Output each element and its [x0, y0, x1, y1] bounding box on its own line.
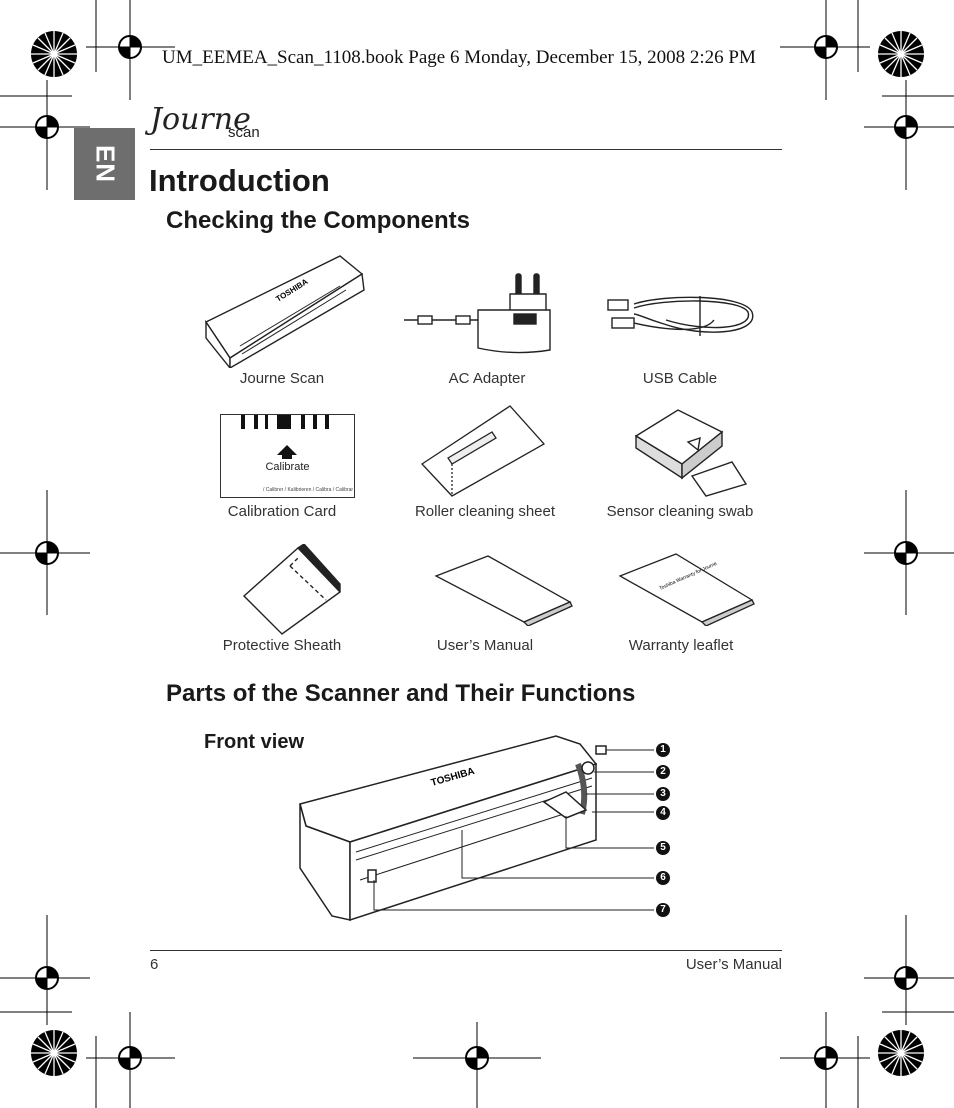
manual-icon [434, 555, 573, 626]
running-head: UM_EEMEA_Scan_1108.book Page 6 Monday, D… [162, 47, 756, 68]
language-tab: EN [74, 128, 135, 200]
caption-journe-scan: Journe Scan [239, 370, 325, 387]
journe-scan-logo: Journe scan [150, 102, 280, 148]
caption-ac-adapter: AC Adapter [448, 370, 526, 387]
caption-protective-sheath: Protective Sheath [222, 637, 342, 654]
calibration-bars [241, 415, 329, 459]
caption-users-manual: User’s Manual [436, 637, 534, 654]
calibrate-text: Calibrate [265, 461, 310, 473]
callout-4: 4 [656, 806, 670, 820]
caption-calibration-card: Calibration Card [227, 503, 337, 520]
callout-1: 1 [656, 743, 670, 757]
ac-adapter-icon [404, 273, 551, 354]
callout-7: 7 [656, 903, 670, 917]
roller-cleaning-sheet-icon [420, 405, 546, 497]
section-title-parts: Parts of the Scanner and Their Functions [166, 680, 636, 707]
warranty-leaflet-icon: Toshiba Warranty for Journe [618, 553, 755, 626]
scanner-icon: TOSHIBA [204, 255, 365, 368]
page-title: Introduction [149, 163, 330, 198]
header-rule [150, 149, 782, 150]
sensor-cleaning-swab-icon [634, 409, 748, 497]
footer-manual-label: User’s Manual [685, 956, 782, 973]
logo-script: Journe [150, 102, 251, 137]
callout-2: 2 [656, 765, 670, 779]
footer-rule [150, 950, 782, 951]
logo-word: scan [228, 124, 260, 141]
callout-3: 3 [656, 787, 670, 801]
subsection-front-view: Front view [204, 731, 305, 753]
caption-roller-cleaning-sheet: Roller cleaning sheet [414, 503, 556, 520]
section-title-components: Checking the Components [166, 207, 471, 234]
callout-5: 5 [656, 841, 670, 855]
callout-6: 6 [656, 871, 670, 885]
scanner-front-view-diagram: TOSHIBA [299, 735, 654, 922]
page-number: 6 [150, 956, 159, 973]
caption-sensor-cleaning-swab: Sensor cleaning swab [606, 503, 754, 520]
calibration-card-icon: Calibrate / Calibrer / Kalibrieren / Cal… [220, 414, 355, 498]
caption-usb-cable: USB Cable [642, 370, 718, 387]
usb-cable-icon [607, 296, 754, 336]
protective-sheath-icon [242, 544, 342, 635]
calibrate-fineprint: / Calibrer / Kalibrieren / Calibra / Cal… [263, 487, 354, 493]
caption-warranty-leaflet: Warranty leaflet [628, 637, 734, 654]
